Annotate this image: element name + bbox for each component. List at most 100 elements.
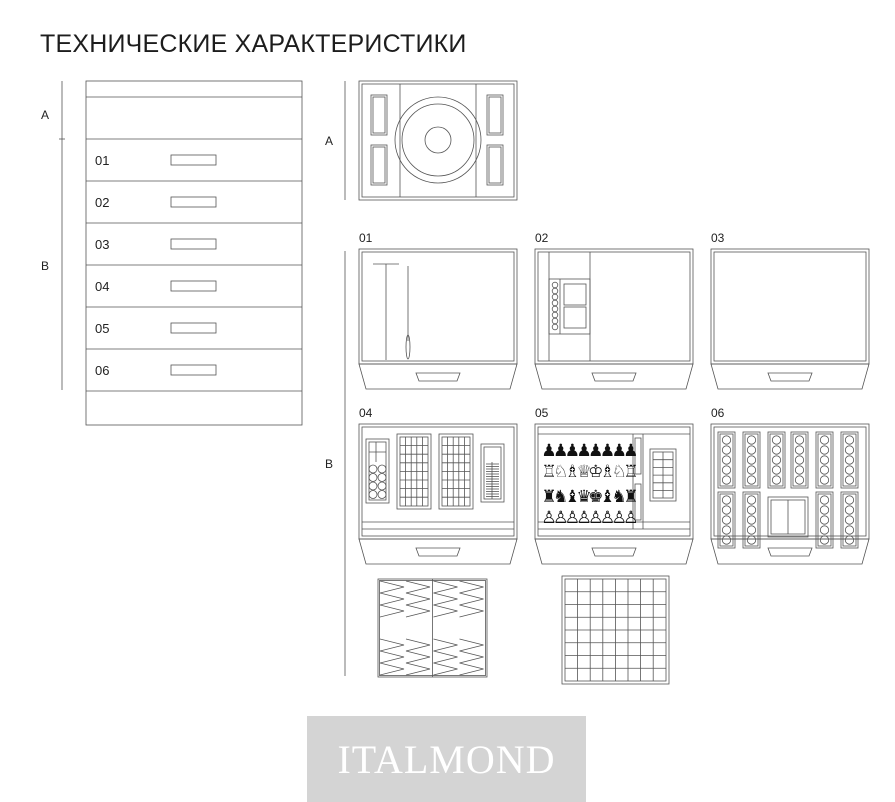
chess-piece: ♙	[588, 508, 603, 528]
compartment	[563, 306, 587, 329]
module-drawer	[358, 363, 518, 390]
row-label: 05	[95, 321, 110, 336]
checker-piece	[721, 525, 732, 535]
chess-piece: ♙	[600, 508, 615, 528]
checker-column	[742, 431, 761, 489]
checker-piece	[746, 505, 757, 515]
checker-piece	[746, 445, 757, 455]
checker-column	[815, 491, 834, 549]
checker-piece	[844, 445, 855, 455]
checker-column-inner	[744, 493, 759, 547]
checker-piece	[819, 465, 830, 475]
module-body	[534, 248, 694, 365]
left-section-a-label: A	[41, 108, 50, 122]
checker-column-inner	[817, 493, 832, 547]
chess-piece: ♙	[541, 508, 556, 528]
checker-piece	[746, 475, 757, 485]
checker-piece	[746, 515, 757, 525]
checker-piece	[721, 445, 732, 455]
chess-piece: ♟	[565, 441, 580, 461]
checker-piece	[746, 525, 757, 535]
compartment	[370, 94, 388, 136]
right-section-b-label: B	[325, 457, 334, 471]
dice-box-inner	[368, 441, 387, 501]
module-drawer	[534, 538, 694, 565]
module-drawer	[534, 363, 694, 390]
chess-piece: ♟	[600, 441, 615, 461]
compartment-inner	[372, 96, 386, 134]
checker-piece	[844, 525, 855, 535]
scoring-strip	[634, 437, 642, 475]
checker-piece	[721, 465, 732, 475]
checker-column-inner	[744, 433, 759, 487]
checker-piece	[551, 305, 559, 313]
drawer-handle	[591, 372, 637, 382]
checker-piece	[844, 465, 855, 475]
dice-box	[365, 438, 390, 504]
left-section-b-label: B	[41, 259, 50, 273]
row-label: 02	[95, 195, 110, 210]
chess-piece: ♕	[576, 462, 591, 482]
module-label: 05	[535, 406, 549, 420]
chess-piece: ♗	[600, 462, 615, 482]
checker-piece	[819, 475, 830, 485]
checker-column	[815, 431, 834, 489]
module-body	[358, 248, 518, 365]
chess-piece: ♙	[576, 508, 591, 528]
checker-column	[717, 431, 736, 489]
checker-piece	[551, 293, 559, 301]
checker-piece	[721, 455, 732, 465]
chess-piece: ♜	[541, 487, 556, 507]
chess-piece: ♗	[565, 462, 580, 482]
checker-piece	[844, 505, 855, 515]
compartment	[370, 144, 388, 186]
checker-piece	[721, 505, 732, 515]
chess-piece: ♙	[565, 508, 580, 528]
compartment	[486, 144, 504, 186]
top-view-outer	[358, 80, 518, 201]
checker-piece	[721, 535, 732, 545]
chess-piece: ♟	[612, 441, 627, 461]
board-grid-frame	[396, 433, 432, 510]
row-label: 03	[95, 237, 110, 252]
checker-column-inner	[842, 433, 857, 487]
checker-piece	[794, 475, 805, 485]
checker-piece	[844, 535, 855, 545]
checker-piece	[746, 535, 757, 545]
checker-piece	[844, 475, 855, 485]
compartment-inner	[488, 96, 502, 134]
chess-piece: ♙	[612, 508, 627, 528]
backgammon-points	[459, 638, 484, 676]
checker-piece	[844, 495, 855, 505]
checker-piece	[377, 490, 387, 499]
chess-piece: ♞	[553, 487, 568, 507]
logo-text: ITALMOND	[337, 736, 556, 782]
checker-piece	[368, 464, 378, 474]
drawer-handle	[170, 364, 217, 376]
chess-piece: ♝	[565, 487, 580, 507]
backgammon-points	[379, 580, 405, 618]
chess-piece: ♟	[576, 441, 591, 461]
drawer-handle	[170, 154, 217, 166]
checker-piece	[377, 481, 387, 491]
checker-piece	[368, 490, 378, 499]
module-label: 06	[711, 406, 725, 420]
top-view-inner	[361, 83, 515, 198]
drawer-handle	[170, 280, 217, 292]
chess-piece: ♙	[553, 508, 568, 528]
module-inner	[361, 251, 515, 362]
chess-piece: ♚	[588, 487, 603, 507]
checker-piece	[721, 515, 732, 525]
module-inner	[713, 426, 867, 537]
top-circle-outer	[394, 96, 482, 184]
checker-piece	[721, 475, 732, 485]
drawer-handle	[415, 547, 461, 557]
chess-piece: ♟	[623, 441, 638, 461]
checker-column-inner	[842, 493, 857, 547]
checker-column-inner	[719, 493, 734, 547]
checker-piece	[794, 435, 805, 445]
checker-piece	[551, 299, 559, 307]
backgammon-points	[405, 638, 431, 676]
checker-piece	[844, 515, 855, 525]
